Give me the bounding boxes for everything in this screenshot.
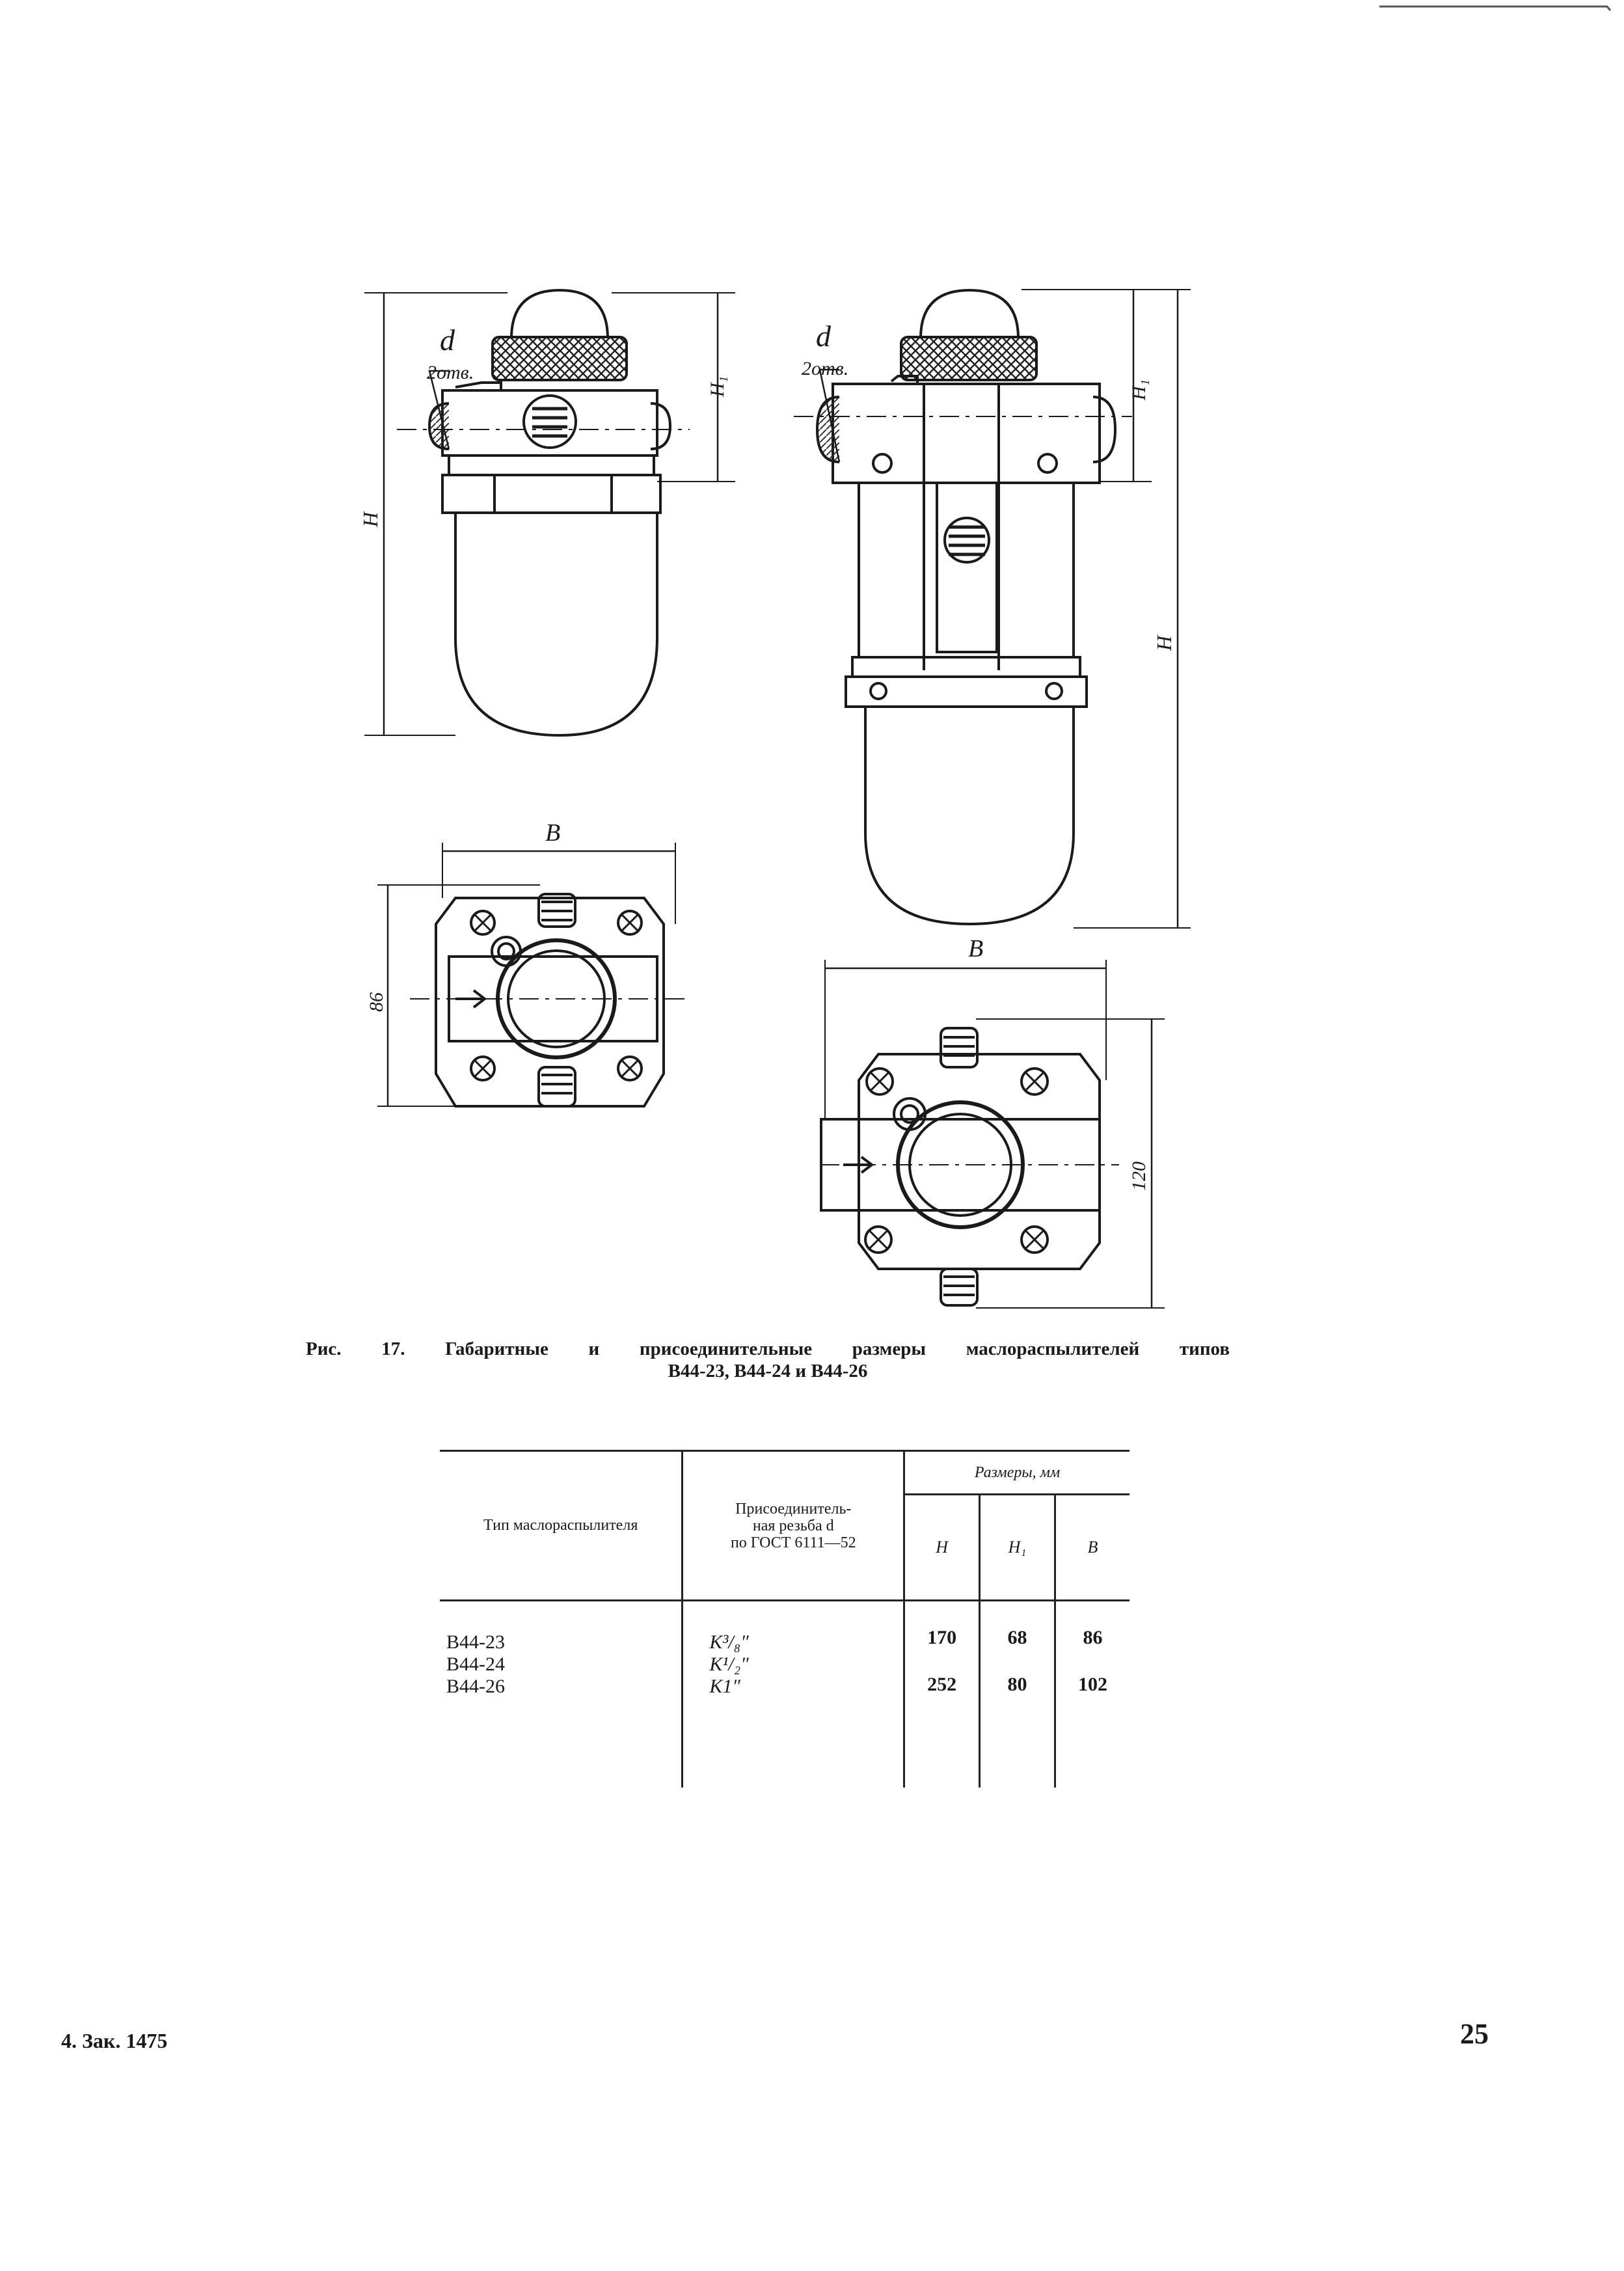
b-value-2: 102 (1077, 1674, 1107, 1695)
scan-mark (1379, 5, 1612, 11)
left-knurled-nut (491, 336, 628, 381)
header-sizes: Размеры, мм (904, 1450, 1130, 1495)
header-b: B (1055, 1494, 1130, 1601)
right-port-left (815, 396, 840, 463)
left-plan-body (435, 897, 665, 1108)
right-front-view (794, 288, 1191, 929)
right-knurled-nut (900, 336, 1038, 381)
thread-k1-2: K¹/₂″ (709, 1653, 749, 1675)
left-dome-cap (509, 288, 610, 340)
caption-line-2: В44-23, В44-24 и В44-26 (668, 1361, 868, 1381)
left-center-screw (522, 394, 577, 449)
left-plan-view (377, 843, 690, 1108)
left-label-holes: 2отв. (427, 362, 474, 383)
header-thread: Присоединитель- ная резьба d по ГОСТ 611… (682, 1450, 906, 1601)
header-h1: H₁ (979, 1494, 1056, 1601)
left-label-b: B (545, 819, 560, 847)
h1-cell: 68 80 (979, 1600, 1056, 1788)
left-label-86: 86 (366, 992, 387, 1012)
h-value-1: 170 (927, 1627, 957, 1648)
right-upper-body (832, 383, 1101, 484)
h-cell: 170 252 (904, 1600, 981, 1788)
technical-drawing: d 2отв. H₁ H B 86 (359, 5, 1612, 1309)
right-label-h1: H₁ (1128, 379, 1150, 401)
b-cell: 86 102 (1055, 1601, 1130, 1788)
caption-line-1: Рис. 17. Габаритные и присоединительные … (306, 1339, 1230, 1359)
header-h: H (904, 1494, 981, 1601)
h-value-2: 252 (927, 1674, 957, 1695)
type-cell: В44-23 В44-24 В44-26 (440, 1600, 684, 1788)
left-upper-body (441, 389, 658, 457)
dimensions-table: Тип маслораспылителя Присоединитель- ная… (440, 1450, 1130, 1788)
left-lower-flange (441, 474, 662, 514)
right-label-h: H (1152, 634, 1176, 651)
h1-value-2: 80 (1007, 1674, 1027, 1695)
order-number: 4. Зак. 1475 (61, 2029, 168, 2052)
thread-k3-8: K³/₈″ (709, 1631, 749, 1653)
header-type: Тип маслораспылителя (440, 1450, 684, 1601)
left-port-left (427, 402, 450, 450)
right-plan-bore-inner (908, 1113, 1012, 1217)
left-front-view (364, 288, 735, 737)
right-label-holes: 2отв. (802, 358, 848, 379)
right-label-b: B (968, 935, 983, 962)
b-value-1: 86 (1083, 1627, 1103, 1648)
thread-k1: K1″ (709, 1676, 740, 1697)
left-port-right (650, 402, 672, 450)
type-b44-23: В44-23 (446, 1631, 505, 1653)
right-label-120: 120 (1128, 1162, 1150, 1191)
right-plan-view (820, 960, 1165, 1309)
left-label-h1: H₁ (707, 376, 728, 398)
left-label-h: H (359, 511, 382, 528)
type-b44-24: В44-24 (446, 1653, 505, 1675)
page-number: 25 (1460, 2018, 1489, 2050)
h1-value-1: 68 (1007, 1627, 1027, 1648)
left-bowl (454, 513, 658, 737)
right-port-right (1092, 396, 1117, 463)
right-plan-body (858, 1053, 1101, 1270)
figure-caption: Рис. 17. Габаритные и присоединительные … (306, 1338, 1230, 1382)
type-b44-26: В44-26 (446, 1676, 505, 1697)
table-row: В44-23 В44-24 В44-26 K³/₈″ K¹/₂″ K1″ 170… (440, 1600, 1130, 1788)
left-upper-flange (448, 454, 655, 476)
header-thread-line-1: Присоединитель- (735, 1500, 852, 1517)
thread-cell: K³/₈″ K¹/₂″ K1″ (682, 1600, 906, 1788)
right-bowl (864, 707, 1075, 926)
header-thread-line-3: по ГОСТ 6111—52 (730, 1534, 856, 1551)
right-label-d: d (816, 320, 832, 353)
left-label-d: d (440, 323, 455, 357)
header-thread-line-2: ная резьба d (752, 1517, 834, 1534)
right-dome-cap (919, 288, 1020, 340)
